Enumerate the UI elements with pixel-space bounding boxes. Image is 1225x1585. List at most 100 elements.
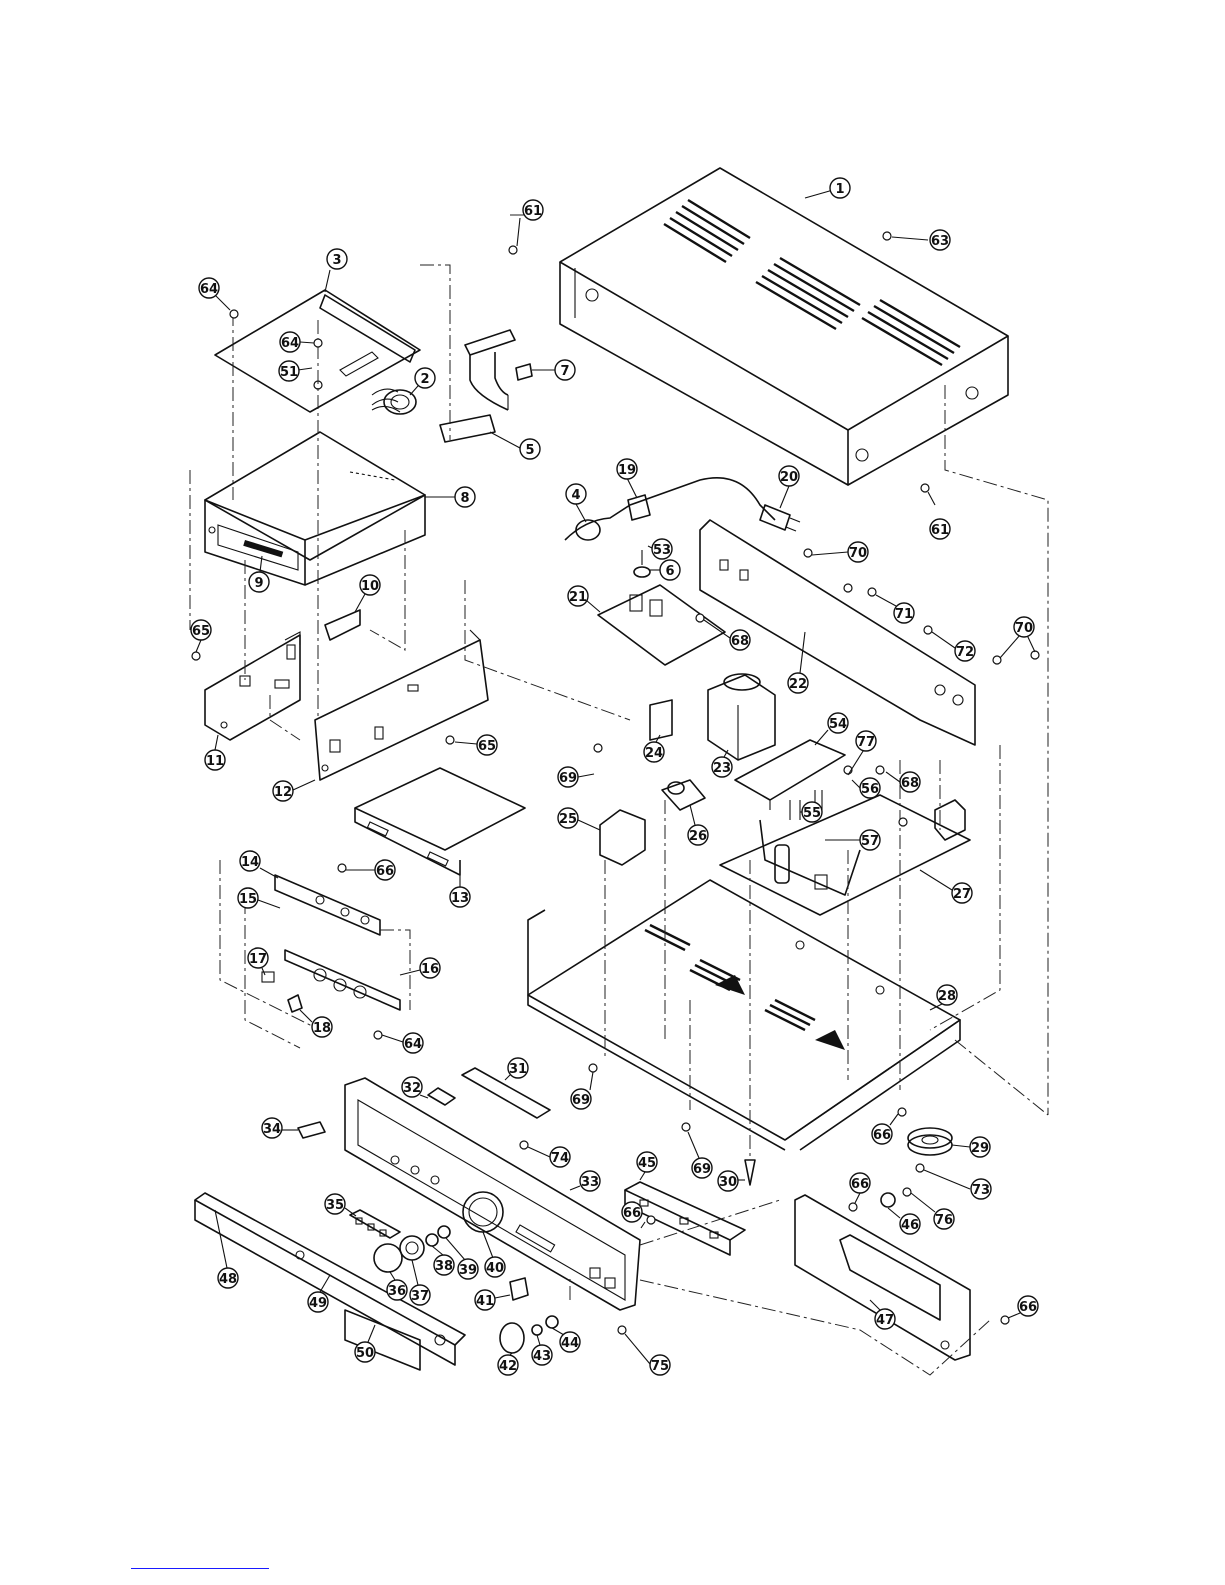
callout-36: 36 bbox=[387, 1272, 407, 1300]
callout-30: 30 bbox=[718, 1171, 745, 1191]
callout-73: 73 bbox=[924, 1170, 991, 1199]
callout-53: 53 bbox=[648, 539, 672, 559]
callout-label: 68 bbox=[901, 776, 919, 791]
callout-label: 16 bbox=[421, 962, 439, 977]
callout-27: 27 bbox=[920, 870, 972, 903]
callout-68b: 68 bbox=[886, 772, 920, 792]
callout-6: 6 bbox=[650, 560, 680, 580]
callout-64b: 64 bbox=[280, 332, 314, 352]
callout-65b: 65 bbox=[455, 735, 497, 755]
regulator-block bbox=[600, 780, 705, 865]
callout-label: 25 bbox=[559, 812, 577, 827]
callout-21: 21 bbox=[568, 586, 600, 612]
callout-19: 19 bbox=[617, 459, 637, 498]
callout-56: 56 bbox=[852, 778, 880, 798]
footer-hyperlink-underline[interactable] bbox=[131, 1568, 269, 1569]
callout-label: 13 bbox=[451, 891, 469, 906]
callout-69c: 69 bbox=[688, 1132, 712, 1178]
callout-label: 66 bbox=[851, 1177, 869, 1192]
callout-9: 9 bbox=[249, 556, 269, 592]
callout-label: 71 bbox=[895, 607, 913, 622]
front-strip bbox=[298, 1068, 550, 1138]
psu-bracket bbox=[735, 740, 845, 810]
callout-label: 5 bbox=[525, 443, 534, 458]
callout-label: 48 bbox=[219, 1272, 237, 1287]
callout-41: 41 bbox=[475, 1290, 510, 1310]
callout-17: 17 bbox=[248, 948, 268, 975]
callout-label: 40 bbox=[486, 1261, 504, 1276]
callout-label: 31 bbox=[509, 1062, 527, 1077]
callout-label: 38 bbox=[435, 1259, 453, 1274]
callout-18: 18 bbox=[300, 1010, 332, 1037]
callout-label: 66 bbox=[873, 1128, 891, 1143]
jack-and-knob bbox=[500, 1278, 558, 1353]
callout-46: 46 bbox=[888, 1208, 920, 1234]
callout-label: 20 bbox=[780, 470, 798, 485]
callout-25: 25 bbox=[558, 808, 600, 830]
callout-label: 76 bbox=[935, 1213, 953, 1228]
callout-31: 31 bbox=[505, 1058, 528, 1080]
callout-label: 32 bbox=[403, 1081, 421, 1096]
callout-label: 22 bbox=[789, 677, 807, 692]
callout-26: 26 bbox=[688, 805, 708, 845]
callout-label: 68 bbox=[731, 634, 749, 649]
callout-label: 70 bbox=[1015, 621, 1033, 636]
dvd-drive bbox=[205, 432, 425, 585]
callout-42: 42 bbox=[498, 1353, 518, 1375]
callout-label: 73 bbox=[972, 1183, 990, 1198]
callout-15: 15 bbox=[238, 888, 280, 908]
callout-label: 26 bbox=[689, 829, 707, 844]
callout-65a: 65 bbox=[191, 620, 211, 652]
callout-61a: 61 bbox=[517, 200, 543, 246]
callout-label: 39 bbox=[459, 1263, 477, 1278]
callout-label: 45 bbox=[638, 1156, 656, 1171]
callout-label: 61 bbox=[931, 523, 949, 538]
callout-16: 16 bbox=[400, 958, 440, 978]
callout-64c: 64 bbox=[382, 1033, 423, 1053]
callout-label: 1 bbox=[835, 182, 844, 197]
callout-label: 7 bbox=[560, 364, 569, 379]
callout-label: 66 bbox=[1019, 1300, 1037, 1315]
bottom-chassis bbox=[528, 880, 960, 1150]
callout-label: 64 bbox=[404, 1037, 422, 1052]
callout-label: 19 bbox=[618, 463, 636, 478]
callout-label: 70 bbox=[849, 546, 867, 561]
callout-label: 6 bbox=[665, 564, 674, 579]
callout-71: 71 bbox=[876, 595, 914, 623]
callout-label: 21 bbox=[569, 590, 587, 605]
callout-29: 29 bbox=[952, 1137, 990, 1157]
callout-45: 45 bbox=[637, 1152, 657, 1180]
callout-label: 17 bbox=[249, 952, 267, 967]
callout-label: 8 bbox=[460, 491, 469, 506]
callout-72: 72 bbox=[932, 632, 975, 661]
callout-63: 63 bbox=[892, 230, 950, 250]
callout-label: 69 bbox=[693, 1162, 711, 1177]
callout-66b: 66 bbox=[872, 1114, 898, 1144]
callout-label: 43 bbox=[533, 1349, 551, 1364]
shield-plate bbox=[355, 768, 525, 875]
callout-55: 55 bbox=[800, 802, 822, 822]
callout-35: 35 bbox=[325, 1194, 356, 1216]
callout-label: 24 bbox=[645, 746, 663, 761]
callout-57: 57 bbox=[825, 830, 880, 850]
callout-label: 23 bbox=[713, 761, 731, 776]
callout-label: 66 bbox=[376, 864, 394, 879]
callout-label: 49 bbox=[309, 1296, 327, 1311]
callout-label: 54 bbox=[829, 717, 847, 732]
callout-66a: 66 bbox=[346, 860, 395, 880]
callout-label: 51 bbox=[280, 365, 298, 380]
callout-40: 40 bbox=[483, 1232, 505, 1277]
power-supply-board bbox=[720, 795, 970, 915]
callout-66e: 66 bbox=[1008, 1296, 1038, 1318]
callout-label: 27 bbox=[953, 887, 971, 902]
callout-label: 72 bbox=[956, 645, 974, 660]
callout-label: 53 bbox=[653, 543, 671, 558]
callout-label: 64 bbox=[200, 282, 218, 297]
callout-11: 11 bbox=[205, 735, 225, 770]
transformer bbox=[650, 674, 775, 760]
callout-label: 75 bbox=[651, 1359, 669, 1374]
callout-label: 2 bbox=[420, 372, 429, 387]
callout-1: 1 bbox=[805, 178, 850, 198]
callout-label: 69 bbox=[559, 771, 577, 786]
callout-label: 12 bbox=[274, 785, 292, 800]
